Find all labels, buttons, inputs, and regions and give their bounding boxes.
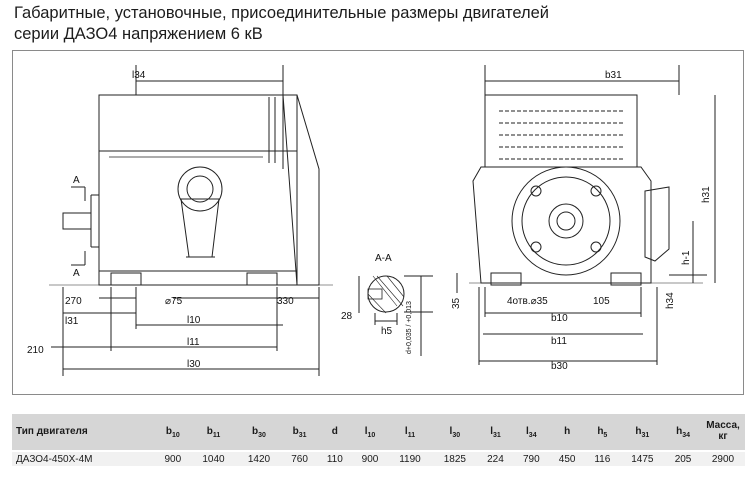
dim-l34: l34 [132,70,146,81]
col-header: h [549,414,586,452]
dim-b30: b30 [551,361,568,372]
front-view [456,65,716,365]
col-header: h5 [585,414,620,452]
dim-h31: h31 [701,186,712,203]
col-header: Масса, кг [701,414,745,452]
table-cell: 1040 [190,451,237,466]
col-header: b30 [236,414,282,452]
dim-270: 270 [65,296,82,307]
table-cell: 1420 [236,451,282,466]
table-cell: 205 [665,451,701,466]
section-view [358,275,433,356]
dim-28: 28 [341,311,353,322]
col-header: l10 [352,414,388,452]
section-aa-label: A-A [375,253,392,264]
dim-l10: l10 [187,315,201,326]
dim-h1: h-1 [681,250,692,265]
table-header-row: Тип двигателя b10 b11 b30 b31 d l10 l11 … [12,414,745,452]
table-cell: 900 [154,451,191,466]
dim-b10: b10 [551,313,568,324]
table-cell: 900 [352,451,388,466]
technical-drawing: l34 A A ⌀75 270 330 l31 l10 210 l11 l30 … [12,50,744,395]
table-cell: 116 [585,451,620,466]
section-arrow-a-bottom: A [73,268,80,279]
dim-l30: l30 [187,359,201,370]
col-header: Тип двигателя [12,414,155,452]
side-view [49,65,333,376]
dim-35: 35 [451,297,462,309]
dim-h5: h5 [381,326,393,337]
dim-105: 105 [593,296,610,307]
dim-330: 330 [277,296,294,307]
col-header: l34 [513,414,550,452]
page-title: Габаритные, установочные, присоединитель… [14,3,549,45]
title-line-1: Габаритные, установочные, присоединитель… [14,4,550,22]
table-cell: 1825 [432,451,478,466]
col-header: l11 [387,414,433,452]
table-cell: 1190 [387,451,433,466]
dim-d75: ⌀75 [165,296,183,307]
dim-b11: b11 [551,336,567,347]
dim-b31: b31 [605,70,622,81]
table-cell: 450 [549,451,586,466]
dim-l31: l31 [65,316,79,327]
dim-210: 210 [27,345,44,356]
table-row: ДАЗО4-450Х-4М 900 1040 1420 760 110 900 … [12,451,745,466]
drawing-canvas: l34 A A ⌀75 270 330 l31 l10 210 l11 l30 … [27,65,716,376]
dim-l11: l11 [187,337,200,348]
section-arrow-a-top: A [73,175,80,186]
col-header: b11 [190,414,237,452]
table-cell: ДАЗО4-450Х-4М [12,451,155,466]
title-line-2: серии ДАЗО4 напряжением 6 кВ [14,25,263,43]
table-cell: 760 [281,451,318,466]
col-header: b31 [281,414,318,452]
col-header: d [317,414,353,452]
dim-h34: h34 [665,292,676,309]
spec-table: Тип двигателя b10 b11 b30 b31 d l10 l11 … [12,414,745,466]
dim-holes: 4отв.⌀35 [507,296,548,307]
col-header: h34 [665,414,701,452]
col-header: l31 [477,414,514,452]
table-cell: 1475 [619,451,666,466]
dim-d-tolerance: d+0,035 / +0,013 [406,301,413,354]
col-header: h31 [619,414,666,452]
table-cell: 224 [477,451,514,466]
table-cell: 2900 [701,451,745,466]
col-header: l30 [432,414,478,452]
col-header: b10 [154,414,191,452]
table-cell: 110 [317,451,353,466]
table-cell: 790 [513,451,550,466]
